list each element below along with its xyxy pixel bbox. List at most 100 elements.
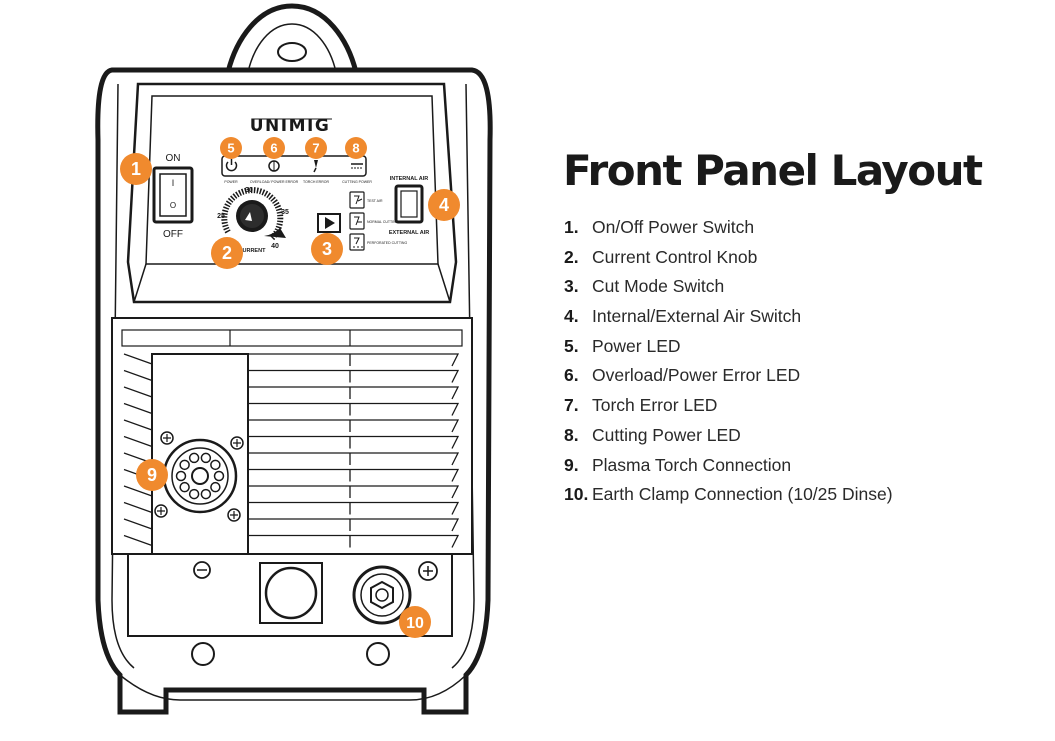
knob-tick-40: 40 [271,243,279,250]
legend-item-text: Power LED [592,335,681,356]
vent-slat [123,485,460,499]
torch-pin [188,452,200,464]
vent-slat [123,518,460,532]
vent-slat [123,419,460,433]
led-strip [221,155,367,177]
carry-handle [224,3,360,75]
brand-logo: UNIMIG [250,116,331,136]
legend-item-text: Internal/External Air Switch [592,306,802,327]
legend-item: 7. Torch Error LED [564,395,893,425]
legend-item: 5. Power LED [564,336,893,366]
torch-pin [210,481,221,493]
legend-item-number: 5. [564,335,579,356]
legend-item-number: 9. [564,454,579,475]
legend-item: 9. Plasma Torch Connection [564,455,893,485]
legend-item-number: 3. [564,276,579,297]
legend-item: 2. Current Control Knob [564,247,893,277]
vent-slat [123,534,460,548]
led-label-power: POWER [224,180,238,184]
legend-item-text: Torch Error LED [592,395,718,416]
legend-item-text: Earth Clamp Connection (10/25 Dinse) [592,484,893,505]
callout-number-8: 8 [352,141,359,156]
callout-number-7: 7 [312,141,319,156]
knob-label: CURRENT [239,248,267,254]
cutting-power-led-icon [351,163,363,169]
vent-slat [123,386,460,400]
legend-item-text: On/Off Power Switch [592,217,755,237]
legend-item: 1. On/Off Power Switch [564,217,893,247]
legend-item-text: Plasma Torch Connection [592,454,792,475]
callout-marker-8 [345,137,367,159]
callout-number-1: 1 [131,159,141,179]
callout-marker-5 [220,137,242,159]
knob-tick-35: 35 [281,209,289,216]
legend-item-text: Current Control Knob [592,246,758,267]
legend-item-number: 2. [564,246,579,267]
callout-marker-7 [305,137,327,159]
torch-pin [175,470,187,482]
knob-tick-30: 30 [245,187,253,194]
torch-error-led-icon [313,160,318,173]
legend-item-number: 10. [564,484,589,505]
torch-pin [179,459,190,471]
current-knob [221,187,286,241]
legend-item: 4. Internal/External Air Switch [564,306,893,336]
callout-marker-10 [399,606,431,638]
overload-led-icon [268,160,280,172]
legend-title: Front Panel Layout [563,146,983,195]
callout-number-5: 5 [227,141,234,156]
normal-cutting-icon [354,216,362,226]
switch-off-symbol: O [170,201,176,210]
foot-right [366,642,390,666]
machine-diagram: UNIMIG POWER OVERLOAD/ POWER ERROR TORCH… [95,3,493,715]
callout-number-2: 2 [222,243,232,263]
legend-item-text: Cut Mode Switch [592,276,725,297]
legend-item: 3. Cut Mode Switch [564,276,893,306]
knob-tick-25: 25 [217,213,225,220]
switch-on-symbol: I [172,178,175,188]
callout-number-10: 10 [406,615,424,632]
callout-marker-4 [428,189,460,221]
torch-pin [210,459,221,471]
legend-list: 1. On/Off Power Switch 2. Current Control K… [564,217,893,514]
legend-item: 6.Overload/Power Error LED [564,365,893,395]
perforated-cutting-icon [353,237,363,248]
test-air-icon [354,195,363,205]
legend-item: 8. Cutting Power LED [564,425,893,455]
legend-item-text: Cutting Power LED [592,424,741,445]
mode-label-normal: NORMAL CUTTING [367,220,399,224]
callout-marker-6 [263,137,285,159]
led-label-overload: OVERLOAD/ POWER ERROR [250,180,299,184]
play-icon [325,217,335,229]
vent-slat [123,501,460,515]
torch-pin [200,452,212,464]
earth-clamp-dinse-socket [352,565,412,625]
legend-item-number: 4. [564,306,579,327]
legend-item-number: 1. [564,217,579,237]
mode-label-test-air: TEST AIR [367,199,383,203]
callout-marker-1 [120,153,152,185]
callout-marker-3 [311,233,343,265]
legend-item-number: 8. [564,424,579,445]
callout-marker-9 [136,459,168,491]
mode-label-perforated: PERFORATED CUTTING [367,241,407,245]
torch-pins [175,452,225,500]
handle-hole [277,42,307,62]
vent-slat [123,353,460,367]
callout-number-3: 3 [322,239,332,259]
callout-number-4: 4 [439,195,449,215]
torch-pin [179,481,190,493]
led-label-torch: TORCH ERROR [303,180,329,184]
switch-off-label: OFF [163,229,183,240]
legend-item: 10.Earth Clamp Connection (10/25 Dinse) [564,484,893,514]
callout-marker-2 [211,237,243,269]
torch-pin [200,488,212,500]
callout-number-6: 6 [270,141,277,156]
legend-item-number: 7. [564,395,579,416]
led-label-cutting: CUTTING POWER [342,180,372,184]
callout-number-9: 9 [147,465,157,485]
torch-pin [213,470,225,482]
external-air-label: EXTERNAL AIR [389,230,429,236]
screw-icon [193,561,438,581]
legend-item-text: Overload/Power Error LED [592,365,801,386]
